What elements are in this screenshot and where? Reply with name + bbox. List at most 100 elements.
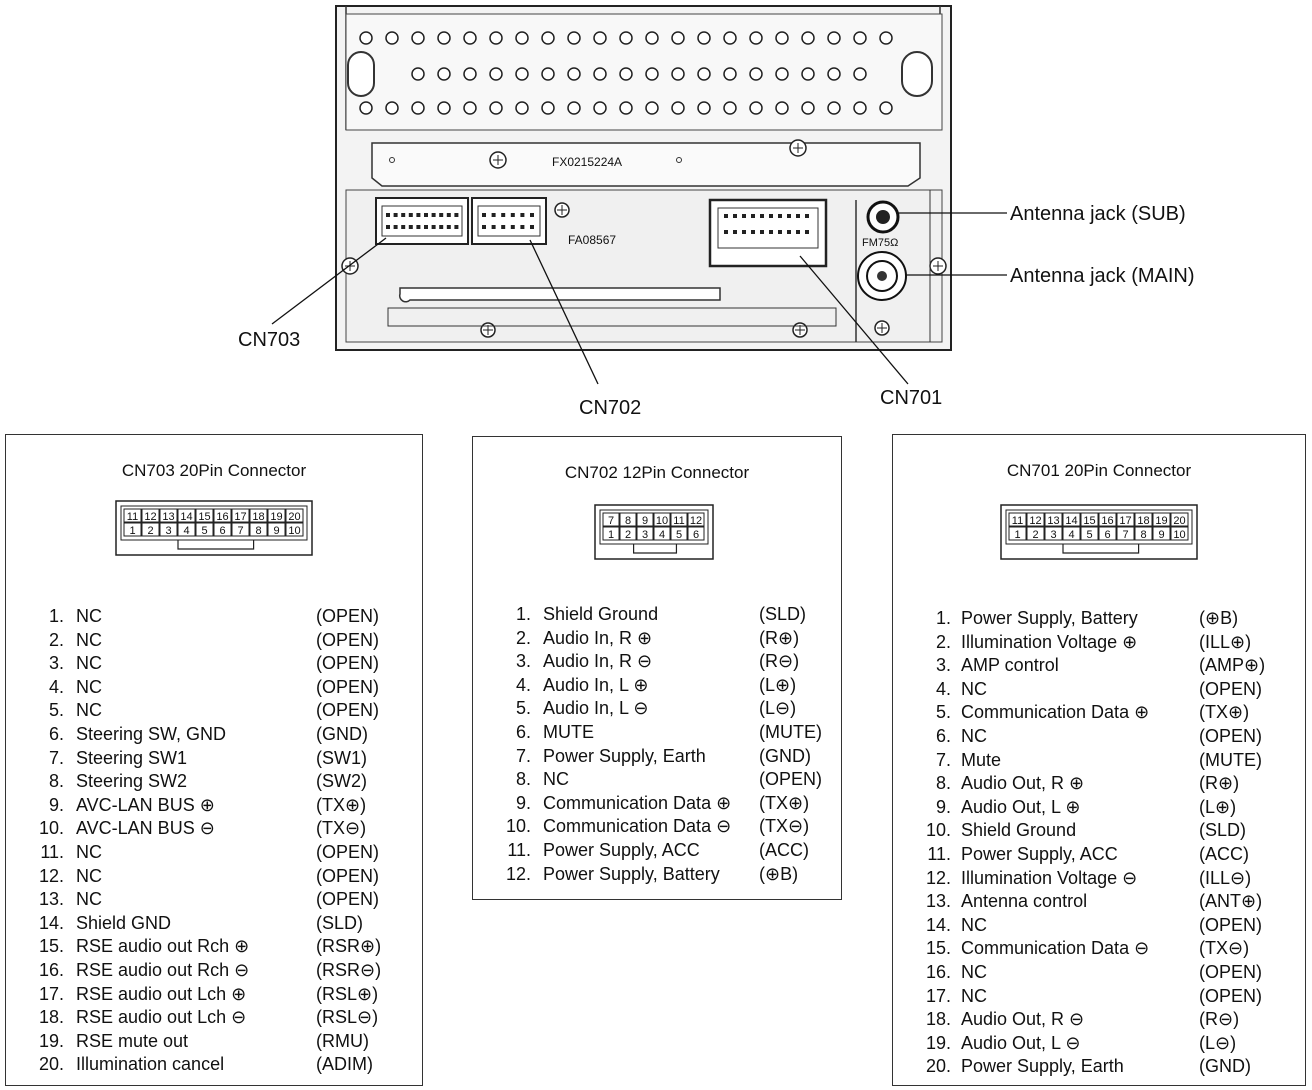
pin-row: 1.Shield Ground(SLD) (493, 603, 833, 627)
pin-signal: (ILL⊕) (1199, 631, 1252, 652)
pin-cell (1098, 526, 1117, 541)
cn702-pin-list: 1.Shield Ground(SLD)2.Audio In, R ⊕(R⊕)3… (493, 603, 833, 886)
cn703-socket (375, 197, 469, 245)
pin-row: 14.Shield GND(SLD) (26, 912, 416, 936)
pin-signal: (ACC) (1199, 843, 1249, 864)
pin-row: 15.RSE audio out Rch ⊕(RSR⊕) (26, 935, 416, 959)
pin-name: NC (76, 606, 102, 626)
pin-row: 13.Antenna control(ANT⊕) (913, 890, 1303, 914)
pin-cell-label: 19 (270, 511, 282, 523)
pin-row: 18.Audio Out, R ⊖(R⊖) (913, 1008, 1303, 1032)
pin-cell (213, 508, 232, 523)
pin-number: 13. (38, 889, 64, 910)
pin-row: 5.Audio In, L ⊖(L⊖) (493, 697, 833, 721)
pin-name: RSE audio out Lch ⊕ (76, 983, 247, 1004)
pin-signal: (RSR⊕) (316, 936, 382, 957)
pin-signal: (OPEN) (316, 865, 379, 886)
pin-cell-label: 11 (1012, 515, 1023, 527)
pin-signal: (OPEN) (316, 676, 379, 697)
pin-cell (159, 522, 178, 537)
pin-cell (687, 526, 705, 541)
pin-name: Power Supply, Earth (961, 1056, 1124, 1077)
pin-cell-label: 12 (144, 511, 156, 523)
pin-number: 13. (925, 891, 951, 912)
pin-cell-label: 5 (1086, 529, 1092, 541)
pin-signal: (R⊕) (1199, 773, 1240, 794)
pin-row: 6.NC(OPEN) (913, 725, 1303, 749)
pin-row: 3.NC(OPEN) (26, 652, 416, 676)
pin-number: 16. (925, 961, 951, 982)
cn703-pin-list: 1.NC(OPEN)2.NC(OPEN)3.NC(OPEN)4.NC(OPEN)… (26, 605, 416, 1077)
pin-cell (1044, 526, 1063, 541)
callout-cn701: CN701 (880, 387, 942, 409)
pin-row: 1.Power Supply, Battery(⊕B) (913, 607, 1303, 631)
pin-cell-label: 2 (147, 525, 153, 537)
pin-row: 1.NC(OPEN) (26, 605, 416, 629)
pin-cell-label: 17 (234, 511, 246, 523)
cn702-title: CN702 12Pin Connector (564, 463, 750, 482)
pin-number: 5. (48, 700, 64, 721)
pin-row: 6.MUTE(MUTE) (493, 721, 833, 745)
pin-cell-label: 1 (129, 525, 135, 537)
pin-cell-label: 2 (625, 529, 631, 541)
pin-name: NC (76, 889, 102, 910)
pin-name: MUTE (543, 721, 594, 742)
antenna-jack-main (857, 251, 907, 301)
pin-name: Audio Out, L ⊖ (961, 1032, 1081, 1053)
pin-cell-label: 18 (1137, 515, 1149, 527)
pin-cell-label: 3 (642, 529, 648, 541)
pin-row: 7.Mute(MUTE) (913, 749, 1303, 773)
pin-cell (636, 512, 654, 527)
pin-cell-label: 4 (1068, 529, 1074, 541)
pin-number: 8. (935, 773, 951, 794)
callout-cn703: CN703 (238, 329, 300, 351)
pin-number: 5. (515, 698, 531, 719)
pin-row: 16.RSE audio out Rch ⊖(RSR⊖) (26, 959, 416, 983)
pin-row: 7.Power Supply, Earth(GND) (493, 745, 833, 769)
pin-cell (653, 526, 671, 541)
pin-name: Communication Data ⊖ (543, 816, 732, 837)
screw-icon (792, 322, 808, 338)
pin-number: 4. (515, 674, 531, 695)
screw-icon (489, 151, 507, 169)
pin-cell (653, 512, 671, 527)
pin-signal: (L⊕) (759, 674, 797, 695)
screw-icon (929, 257, 947, 275)
pin-row: 14.NC(OPEN) (913, 914, 1303, 938)
pin-row: 10.Communication Data ⊖(TX⊖) (493, 815, 833, 839)
pin-cell-label: 6 (693, 529, 699, 541)
pin-row: 5.Communication Data ⊕(TX⊕) (913, 701, 1303, 725)
pin-name: Audio In, R ⊖ (543, 651, 653, 672)
pin-row: 17.NC(OPEN) (913, 985, 1303, 1009)
pin-name: Communication Data ⊕ (543, 792, 732, 813)
pin-signal: (OPEN) (316, 606, 379, 626)
pin-row: 4.Audio In, L ⊕(L⊕) (493, 674, 833, 698)
pin-number: 1. (515, 604, 531, 624)
pin-cell-label: 8 (255, 525, 261, 537)
pin-cell (231, 508, 250, 523)
pin-signal: (TX⊖) (759, 816, 810, 837)
callout-antenna-sub: Antenna jack (SUB) (1010, 203, 1186, 225)
pin-signal: (TX⊖) (316, 818, 367, 839)
sticker-label: FA08567 (568, 233, 616, 247)
pin-signal: (OPEN) (1199, 678, 1262, 699)
pin-name: Communication Data ⊖ (961, 938, 1150, 959)
pin-signal: (L⊕) (1199, 796, 1237, 817)
pin-signal: (MUTE) (1199, 749, 1262, 770)
pin-row: 17.RSE audio out Lch ⊕(RSL⊕) (26, 983, 416, 1007)
pin-name: NC (76, 700, 102, 721)
cn701-pin-list: 1.Power Supply, Battery(⊕B)2.Illuminatio… (913, 607, 1303, 1079)
pin-cell-label: 16 (1101, 515, 1113, 527)
pin-signal: (OPEN) (1199, 914, 1262, 935)
pin-cell (1080, 512, 1099, 527)
pin-signal: (TX⊕) (1199, 702, 1250, 723)
pin-cell-label: 18 (252, 511, 264, 523)
pin-row: 11.Power Supply, ACC(ACC) (913, 843, 1303, 867)
pin-number: 14. (38, 912, 64, 933)
pin-name: Illumination cancel (76, 1054, 225, 1075)
pin-name: Steering SW2 (76, 771, 188, 792)
pin-number: 2. (515, 627, 531, 648)
